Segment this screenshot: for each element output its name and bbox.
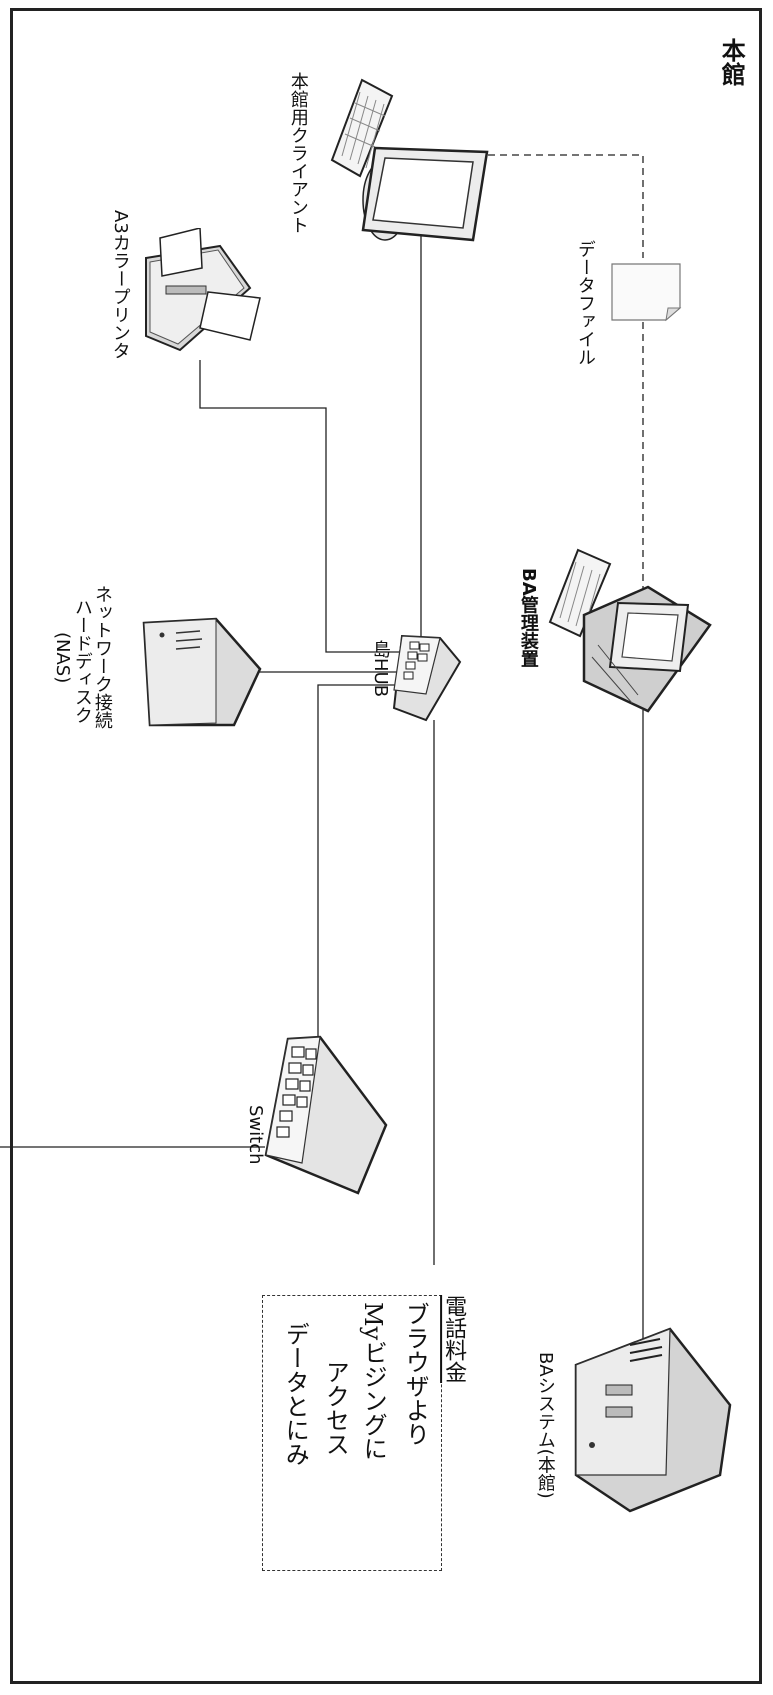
- ba-system-label: BAシステム(本館): [535, 1352, 554, 1499]
- line-printer-hub: [200, 360, 410, 652]
- ba-system-server-icon: [570, 1325, 735, 1515]
- note-line3: アクセス: [322, 1360, 347, 1456]
- switch-icon: [262, 1035, 392, 1200]
- note-line2: Myビジングに: [360, 1302, 385, 1460]
- note-line4: データとにみ: [282, 1322, 307, 1466]
- nas-label-line2: ハードディスク: [72, 598, 91, 724]
- data-file-label: データファイル: [575, 240, 594, 366]
- hub-icon: [390, 632, 465, 724]
- ba-terminal-label: BA管理装置: [518, 568, 537, 668]
- nas-label-line3: (NAS): [52, 632, 71, 683]
- note-line1: ブラウザより: [402, 1302, 427, 1446]
- line-dashed-datafile: [488, 155, 643, 258]
- printer-label: A3カラープリンタ: [110, 210, 129, 360]
- switch-label: Switch: [245, 1105, 264, 1165]
- client-label: 本館用クライアント: [288, 72, 307, 234]
- ba-terminal-icon: [578, 585, 718, 715]
- hub-label: 島HUB: [370, 640, 389, 697]
- note-title: 電話料金: [442, 1295, 465, 1383]
- nas-label-line1: ネットワーク接続: [92, 585, 111, 729]
- client-monitor-icon: [355, 140, 495, 245]
- nas-icon: [140, 615, 265, 730]
- printer-icon: [140, 228, 270, 358]
- data-file-icon: [610, 262, 682, 322]
- line-hub-switch: [318, 685, 410, 1040]
- building-title: 本館: [718, 38, 743, 86]
